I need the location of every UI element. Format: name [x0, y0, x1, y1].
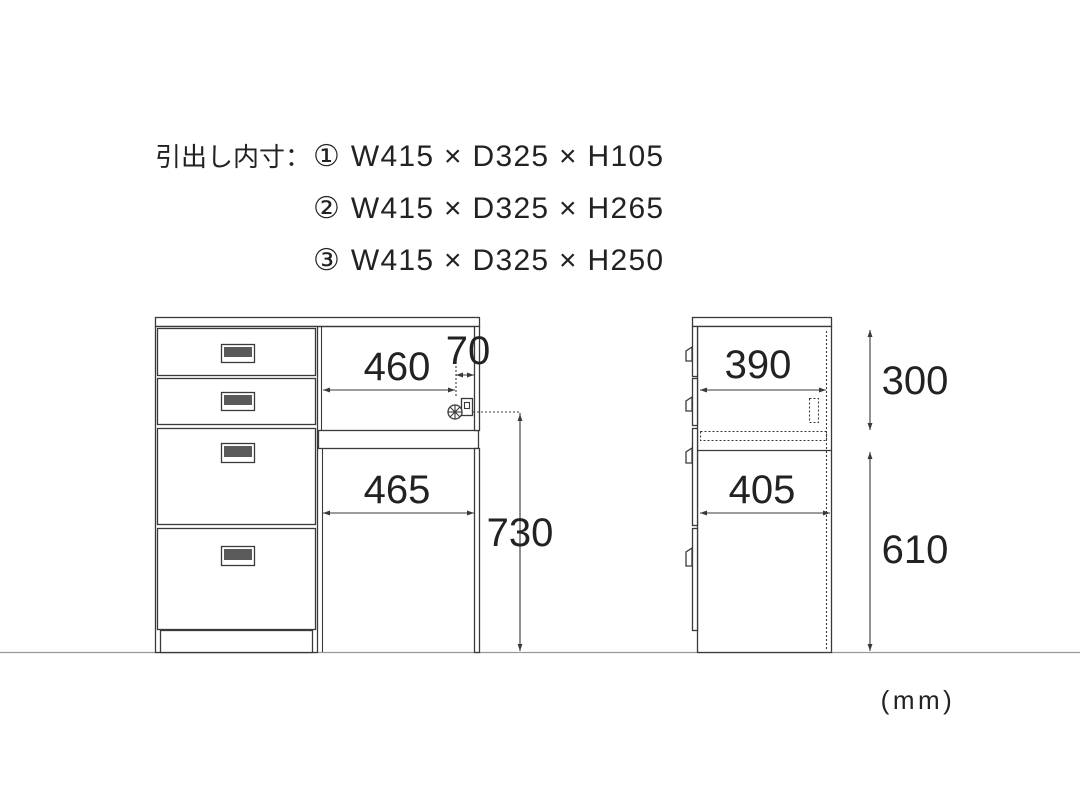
unit-label: (mm) [881, 685, 956, 715]
cabinet-plinth [159, 629, 314, 654]
drawer-handle-1 [220, 343, 256, 364]
side-body [696, 325, 833, 654]
front-lower-width-value: 465 [364, 468, 431, 512]
side-drawer-front-2 [691, 377, 699, 427]
drawer-dimension-line-2: ② W415 × D325 × H265 [313, 192, 664, 225]
side-board-outline [699, 430, 828, 442]
front-view: 460 70 465 730 [154, 316, 554, 654]
drawer-handle-2 [220, 391, 256, 412]
side-lower-depth-value: 405 [729, 468, 796, 512]
side-handle-3 [685, 446, 693, 464]
side-handle-2 [685, 395, 693, 412]
drawer-handle-4 [220, 545, 256, 567]
side-drawer-front-1 [691, 325, 699, 378]
drawer-dimensions-label: 引出し内寸： [155, 143, 311, 173]
side-drawer-front-4 [691, 527, 699, 632]
desk-side-panel-upper [473, 325, 481, 432]
side-outlet-outline [808, 397, 820, 424]
desk-section [317, 325, 481, 654]
outlet-offset-value: 70 [446, 329, 491, 373]
side-handle-1 [685, 345, 693, 362]
drawer-dimension-line-1: ① W415 × D325 × H105 [313, 140, 664, 173]
side-lower-height-value: 610 [882, 528, 949, 572]
side-upper-depth-value: 390 [725, 343, 792, 387]
grommet-icon [447, 404, 463, 420]
side-handle-4 [685, 546, 693, 567]
drawer-4 [156, 527, 317, 631]
front-height-value: 730 [487, 511, 554, 555]
side-view: 390 405 300 610 [685, 316, 949, 654]
side-drawer-front-3 [691, 427, 699, 527]
front-top-board [154, 316, 481, 328]
drawer-inner-dimensions: 引出し内寸： ① W415 × D325 × H105 ② W415 × D32… [155, 140, 664, 277]
side-upper-height-value: 300 [882, 359, 949, 403]
desk-side-panel-lower [473, 447, 481, 654]
drawer-dimension-line-3: ③ W415 × D325 × H250 [313, 244, 664, 277]
outlet-icon [460, 397, 474, 417]
side-top-board [691, 316, 833, 328]
front-upper-width-value: 460 [364, 345, 431, 389]
desk-board [317, 429, 480, 450]
drawer-handle-3 [220, 442, 256, 464]
